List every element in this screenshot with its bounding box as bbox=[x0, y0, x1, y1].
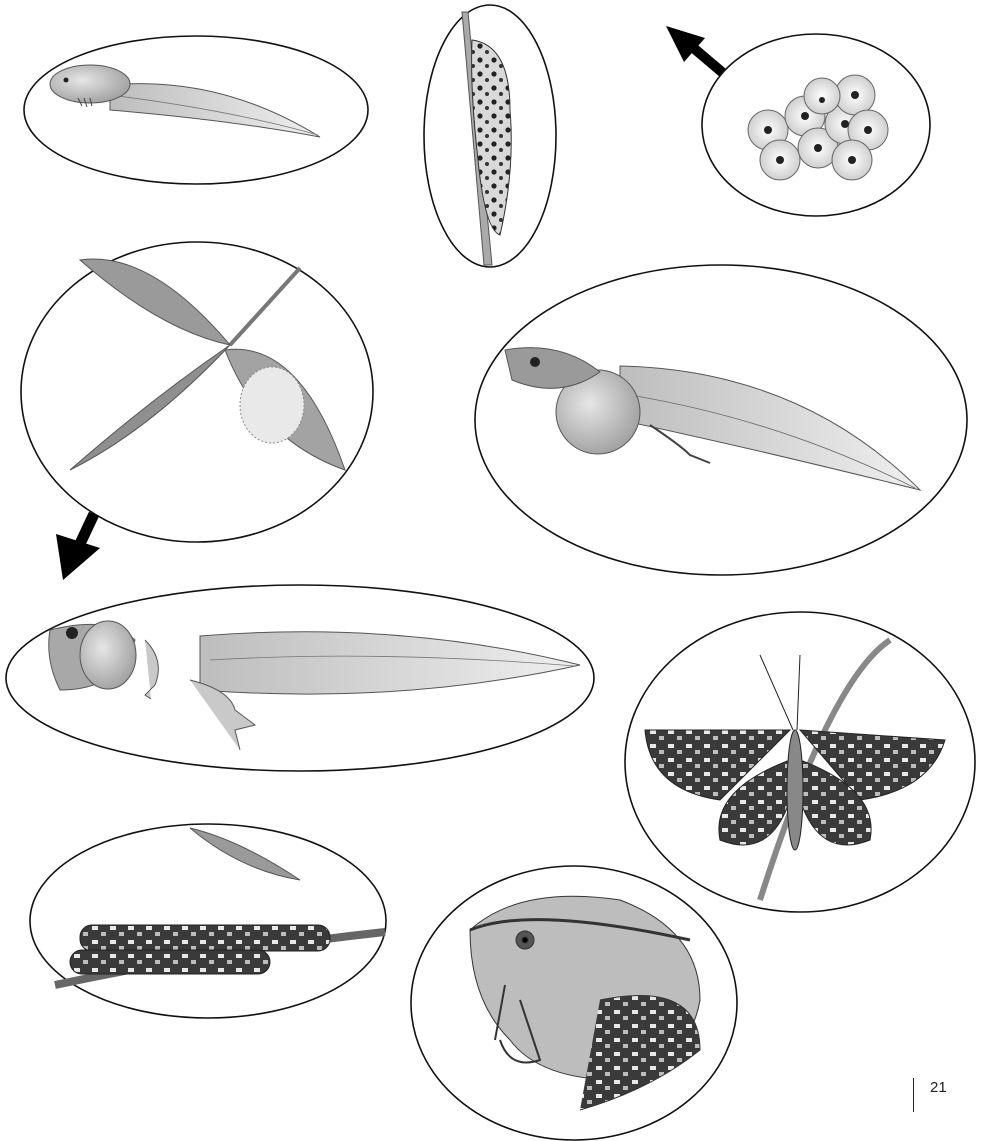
tadpole-with-four-legs-illustration bbox=[6, 585, 594, 771]
egg-cluster-icon bbox=[240, 367, 304, 443]
arrow-up-left bbox=[666, 26, 723, 73]
tadpole-young-illustration bbox=[24, 36, 368, 184]
eggs-on-leaf-illustration bbox=[21, 242, 373, 542]
arrow-down-left bbox=[56, 514, 100, 580]
butterfly-eggs-on-stem-illustration bbox=[424, 5, 556, 267]
adult-frog-illustration bbox=[411, 866, 737, 1140]
page-number-divider bbox=[913, 1078, 914, 1112]
tadpole-with-hind-legs-illustration bbox=[475, 265, 967, 575]
checkered-butterfly-illustration bbox=[625, 612, 975, 912]
frog-spawn-illustration bbox=[702, 34, 930, 216]
page-number: 21 bbox=[930, 1079, 947, 1096]
caterpillars-illustration bbox=[30, 824, 386, 1018]
tadpole-eye-icon bbox=[64, 78, 69, 83]
